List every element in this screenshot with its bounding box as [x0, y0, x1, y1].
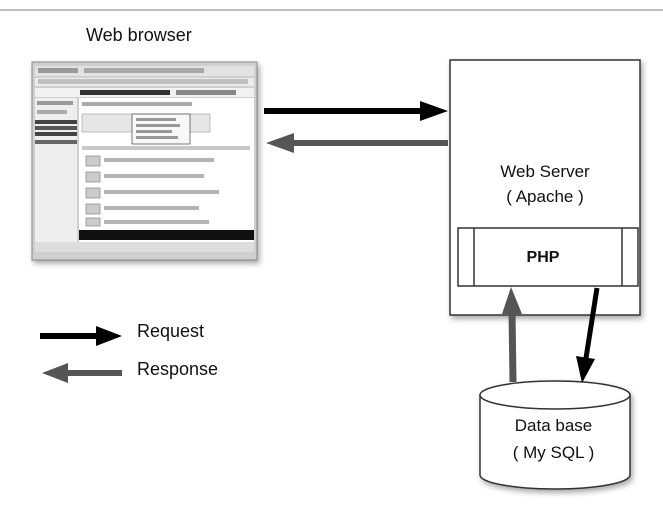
- database-software: ( My SQL ): [512, 443, 595, 462]
- legend-request-arrow: [40, 326, 122, 346]
- database-name: Data base: [514, 416, 593, 435]
- web-server-software: ( Apache ): [506, 187, 584, 206]
- browser-title: Web browser: [86, 25, 192, 45]
- php-module-box: [457, 227, 639, 287]
- php-module-label: PHP: [526, 249, 560, 266]
- legend-response-label: Response: [137, 359, 219, 379]
- browser-window-content: [35, 66, 254, 252]
- request-arrow-browser-to-server: [264, 101, 448, 121]
- request-arrow-php-to-database: [576, 287, 600, 383]
- legend-response-arrow: [42, 363, 122, 383]
- legend-request-label: Request: [137, 321, 205, 341]
- web-server-name: Web Server: [500, 162, 590, 181]
- response-arrow-server-to-browser: [266, 133, 448, 153]
- database-cylinder: [479, 380, 631, 490]
- response-arrow-database-to-php: [502, 287, 522, 383]
